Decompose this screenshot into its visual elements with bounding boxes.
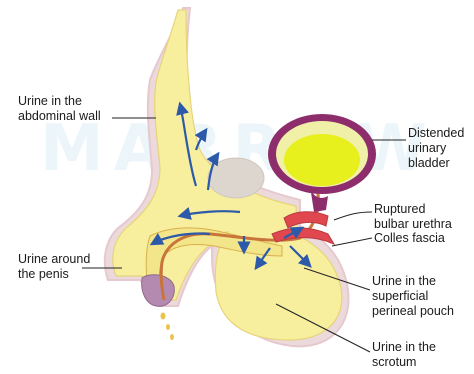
label-colles-fascia: Colles fascia [374, 231, 445, 246]
label-scrotum: Urine in the scrotum [372, 340, 436, 370]
ruptured-urethra-segment [284, 212, 328, 228]
label-perineal-pouch: Urine in the superficial perineal pouch [372, 274, 454, 319]
label-abdominal-wall: Urine in the abdominal wall [18, 94, 101, 124]
label-distended-bladder: Distended urinary bladder [408, 126, 464, 171]
glans [142, 275, 175, 307]
label-urine-around-penis: Urine around the penis [18, 252, 90, 282]
urine-drips [161, 313, 175, 341]
label-ruptured-urethra: Ruptured bulbar urethra [374, 202, 452, 232]
bladder-urine [284, 134, 360, 186]
pubic-bone [208, 158, 264, 198]
